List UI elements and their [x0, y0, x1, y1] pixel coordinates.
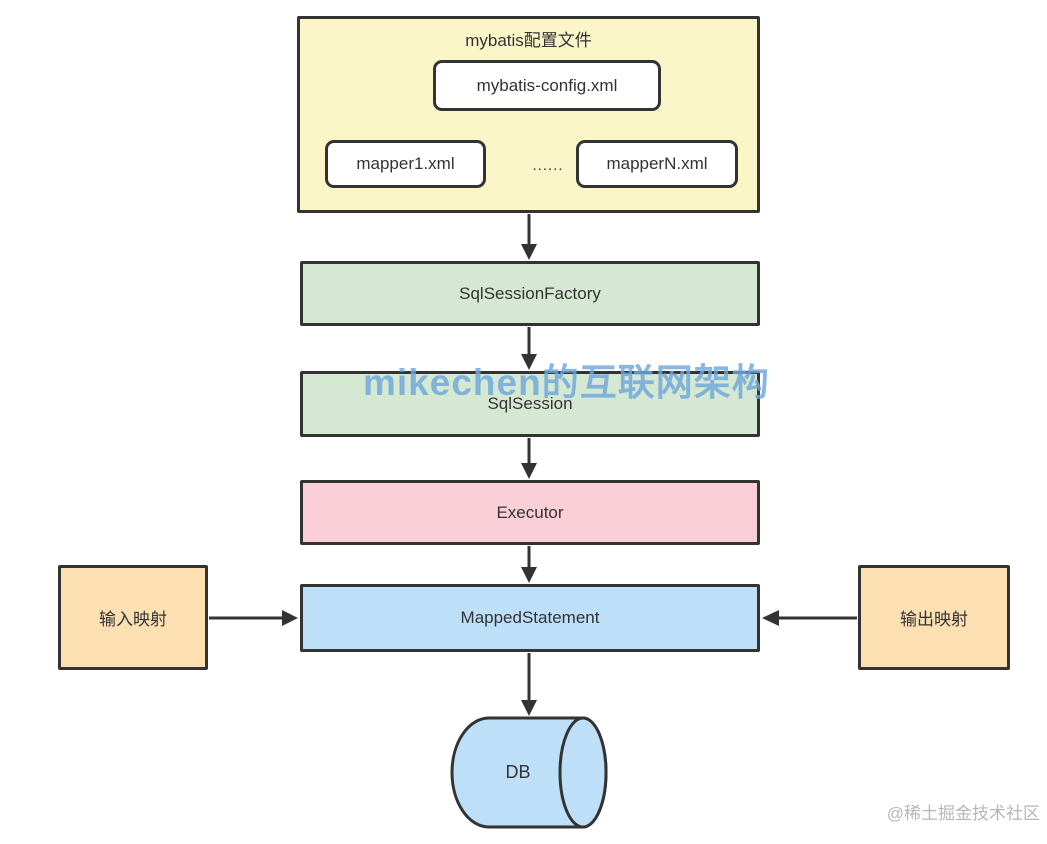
node-input-mapping: 输入映射	[58, 565, 208, 670]
center-watermark: mikechen的互联网架构	[363, 362, 770, 403]
node-mybatis-config-xml: mybatis-config.xml	[433, 60, 661, 111]
node-sqlsessionfactory: SqlSessionFactory	[300, 261, 760, 326]
node-label: Executor	[496, 502, 564, 522]
arrow-input-to-statement	[209, 610, 298, 626]
ellipsis-text: ......	[532, 157, 564, 174]
arrow-statement-to-db	[521, 653, 537, 716]
node-label: 输入映射	[99, 610, 167, 629]
node-label: mapper1.xml	[356, 154, 455, 173]
config-container-title: mybatis配置文件	[465, 31, 592, 50]
node-mappedstatement: MappedStatement	[300, 584, 760, 652]
db-label: DB	[505, 762, 531, 782]
node-label: mybatis-config.xml	[476, 75, 618, 95]
node-mapper1-xml: mapper1.xml	[325, 140, 486, 188]
node-label: SqlSessionFactory	[459, 283, 601, 303]
node-mapperN-xml: mapperN.xml	[576, 140, 738, 188]
node-executor: Executor	[300, 480, 760, 545]
node-label: mapperN.xml	[606, 154, 708, 173]
arrow-executor-to-statement	[521, 546, 537, 583]
config-files-container: mybatis配置文件 mybatis-config.xml mapper1.x…	[297, 16, 760, 213]
arrow-output-to-statement	[762, 610, 857, 626]
node-label: MappedStatement	[460, 608, 600, 627]
node-sqlsession: SqlSession	[300, 371, 760, 437]
arrow-config-to-factory	[521, 214, 537, 260]
node-label: SqlSession	[487, 394, 573, 413]
arrow-session-to-executor	[521, 438, 537, 479]
corner-watermark: @稀土掘金技术社区	[886, 804, 1040, 823]
node-label: 输出映射	[900, 610, 968, 629]
node-output-mapping: 输出映射	[858, 565, 1010, 670]
